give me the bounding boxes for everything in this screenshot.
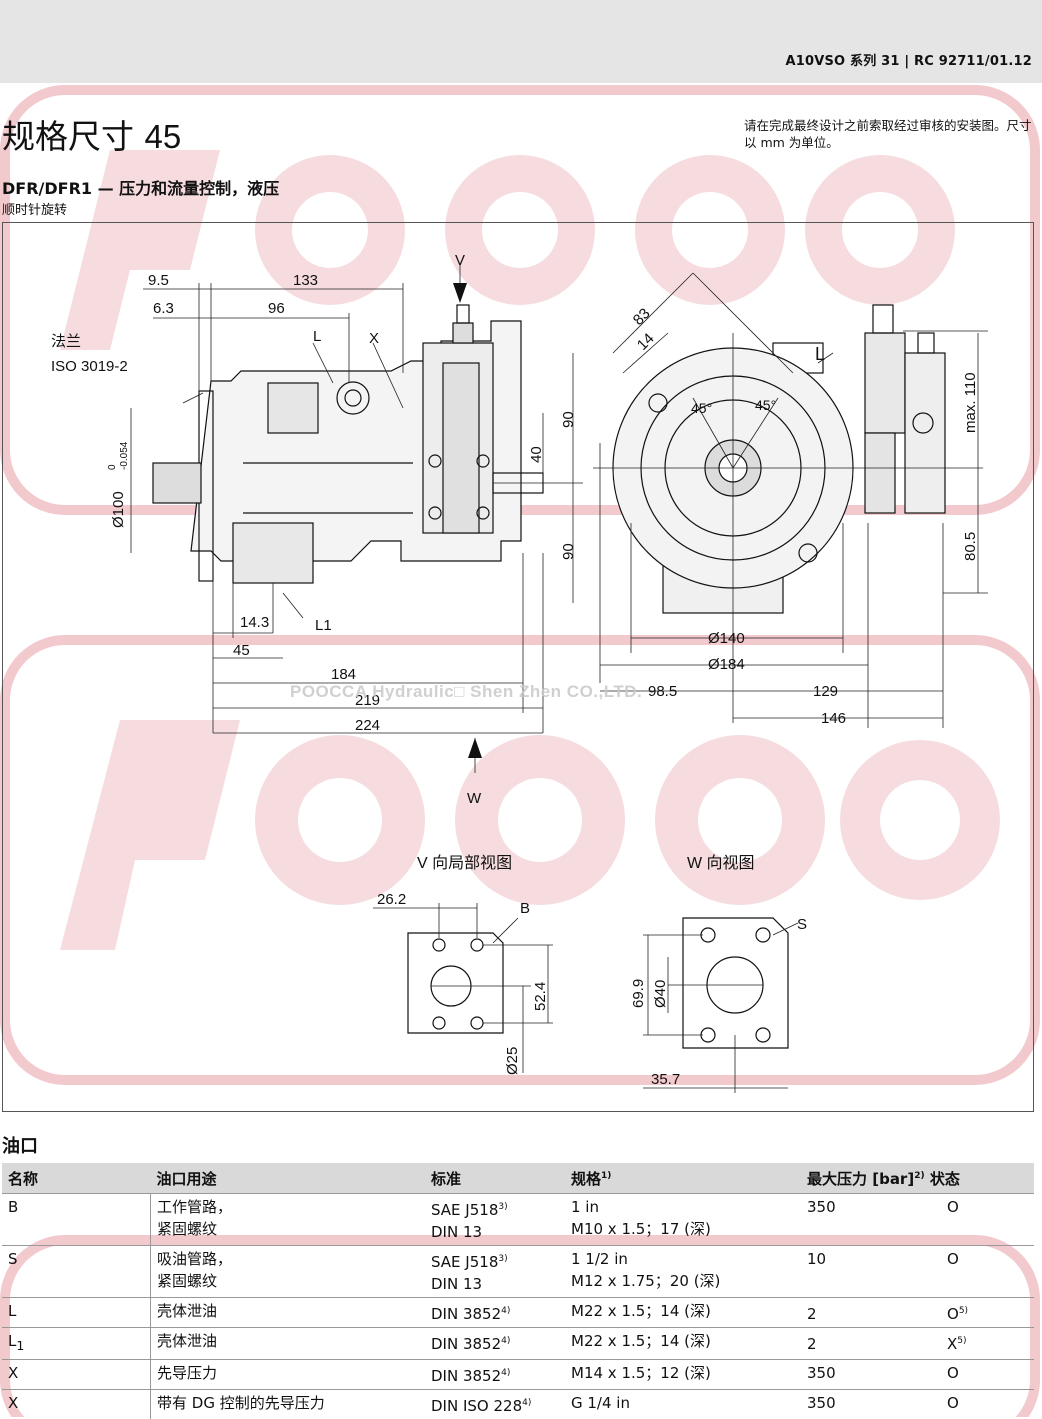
row-spec: M14 x 1.5；12 (深)	[565, 1360, 801, 1390]
document-id: A10VSO 系列 31 | RC 92711/01.12	[785, 50, 1032, 69]
dim-max-110: max. 110	[962, 372, 979, 433]
dim-96: 96	[268, 300, 285, 317]
dim-d40-w: Ø40	[652, 980, 669, 1008]
drawing-frame: 法兰 ISO 3019-2 V W L X L1 L V 向局部视图 W 向视图…	[2, 222, 1034, 1112]
row-use: 壳体泄油	[151, 1328, 426, 1360]
dim-d100-tol-up: 0	[107, 464, 118, 470]
label-view-v-arrow: V	[455, 252, 465, 269]
dim-90-top: 90	[560, 411, 577, 428]
dim-83: 83	[630, 305, 654, 329]
label-flange: 法兰	[51, 333, 81, 350]
row-name: L1	[2, 1328, 151, 1360]
label-port-l: L	[313, 328, 321, 345]
label-port-b: B	[520, 900, 530, 917]
header-name: 名称	[2, 1163, 151, 1194]
dim-80-5: 80.5	[962, 532, 979, 561]
dim-6-3: 6.3	[153, 300, 174, 317]
dim-224: 224	[355, 717, 380, 734]
dim-52-4: 52.4	[532, 982, 549, 1011]
dim-129: 129	[813, 683, 838, 700]
row-spec: M22 x 1.5；14 (深)	[565, 1298, 801, 1328]
row-spec: M22 x 1.5；14 (深)	[565, 1328, 801, 1360]
row-name: L	[2, 1298, 151, 1328]
row-use: 壳体泄油	[151, 1298, 426, 1328]
page-title: 规格尺寸 45	[2, 110, 181, 158]
row-use: 吸油管路，紧固螺纹	[151, 1246, 426, 1298]
row-spec: G 1/4 in	[565, 1390, 801, 1419]
row-use: 工作管路，紧固螺纹	[151, 1194, 426, 1246]
row-standard: DIN 38524)	[425, 1298, 565, 1328]
header-use: 油口用途	[151, 1163, 426, 1194]
dim-14: 14	[634, 330, 658, 354]
dim-35-7: 35.7	[651, 1071, 680, 1088]
dim-d25: Ø25	[504, 1047, 521, 1075]
design-note: 请在完成最终设计之前索取经过审核的安装图。尺寸以 mm 为单位。	[744, 117, 1034, 151]
dim-184: 184	[331, 666, 356, 683]
view-v-title: V 向局部视图	[417, 854, 512, 872]
watermark-text: POOCCA Hydraulic□ Shen Zhen CO.,LTD.	[290, 682, 642, 702]
dim-d140: Ø140	[708, 630, 745, 647]
header-pressure: 最大压力 [bar]2) 状态	[801, 1163, 1034, 1194]
label-flange-std: ISO 3019-2	[51, 358, 128, 375]
label-port-x: X	[369, 330, 379, 347]
technical-drawing: 法兰 ISO 3019-2 V W L X L1 L V 向局部视图 W 向视图…	[3, 223, 1033, 1111]
row-name: B	[2, 1194, 151, 1246]
dim-9-5: 9.5	[148, 272, 169, 289]
dim-40: 40	[528, 446, 545, 463]
dim-90-bottom: 90	[560, 543, 577, 560]
row-use: 带有 DG 控制的先导压力	[151, 1390, 426, 1419]
row-standard: DIN ISO 2284)	[425, 1390, 565, 1419]
row-name: X	[2, 1360, 151, 1390]
table-row: X 带有 DG 控制的先导压力 DIN ISO 2284) G 1/4 in 3…	[2, 1390, 1034, 1419]
row-standard: DIN 38524)	[425, 1328, 565, 1360]
ports-table: 名称 油口用途 标准 规格1) 最大压力 [bar]2) 状态 B 工作管路，紧…	[2, 1163, 1034, 1419]
label-port-s: S	[797, 916, 807, 933]
header-standard: 标准	[425, 1163, 565, 1194]
ports-table-header: 名称 油口用途 标准 规格1) 最大压力 [bar]2) 状态	[2, 1163, 1034, 1194]
dim-angle-2: 45°	[755, 397, 776, 413]
dim-133: 133	[293, 272, 318, 289]
dim-26-2: 26.2	[377, 891, 406, 908]
row-name: X	[2, 1390, 151, 1419]
dim-69-9: 69.9	[630, 979, 647, 1008]
label-port-l1: L1	[315, 617, 332, 634]
dim-d100-tol-dn: -0.054	[119, 441, 130, 470]
header-spec: 规格1)	[565, 1163, 801, 1194]
dim-14-3: 14.3	[240, 614, 269, 631]
dim-146: 146	[821, 710, 846, 727]
row-use: 先导压力	[151, 1360, 426, 1390]
dim-45: 45	[233, 642, 250, 659]
view-w-title: W 向视图	[687, 854, 755, 872]
ports-section-title: 油口	[2, 1132, 38, 1158]
label-port-l-front: L	[815, 344, 825, 364]
section-subtitle: DFR/DFR1 — 压力和流量控制，液压	[2, 175, 279, 199]
page-title-prefix: 规格尺寸	[2, 117, 134, 156]
dim-d184: Ø184	[708, 656, 745, 673]
header-band	[0, 0, 1042, 83]
row-standard: DIN 38524)	[425, 1360, 565, 1390]
row-standard: SAE J5183)DIN 13	[425, 1246, 565, 1298]
dim-98-5: 98.5	[648, 683, 677, 700]
row-name: S	[2, 1246, 151, 1298]
page-title-number: 45	[145, 118, 182, 155]
dim-angle-1: 45°	[691, 400, 712, 416]
row-standard: SAE J5183)DIN 13	[425, 1194, 565, 1246]
rotation-subtitle: 顺时针旋转	[2, 199, 67, 218]
dim-d100: Ø100	[110, 491, 127, 528]
label-view-w-arrow: W	[467, 790, 482, 807]
